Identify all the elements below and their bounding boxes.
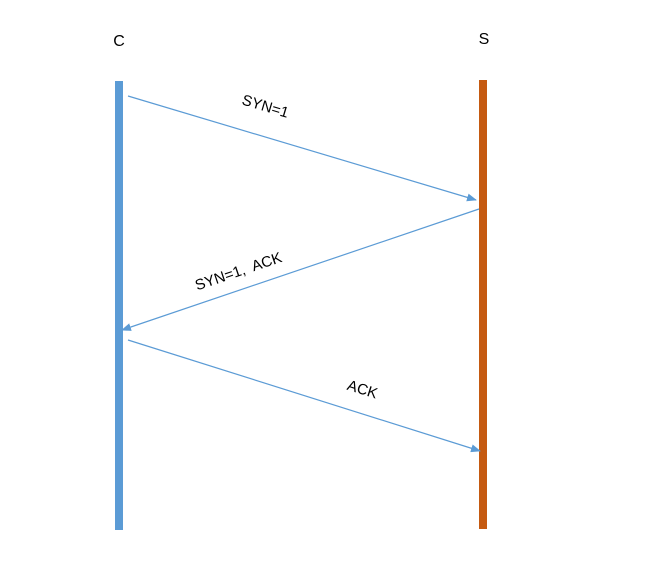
client-label: C bbox=[113, 33, 125, 50]
server-lifeline bbox=[479, 80, 487, 529]
server-label: S bbox=[479, 31, 490, 48]
client-lifeline bbox=[115, 81, 123, 530]
ack-label: ACK bbox=[345, 377, 380, 402]
syn-ack-arrow bbox=[121, 208, 480, 331]
ack-arrow bbox=[127, 339, 481, 453]
syn-label: SYN=1 bbox=[240, 92, 291, 122]
syn-arrow bbox=[127, 95, 477, 202]
syn-ack-label: SYN=1, ACK bbox=[193, 249, 284, 294]
